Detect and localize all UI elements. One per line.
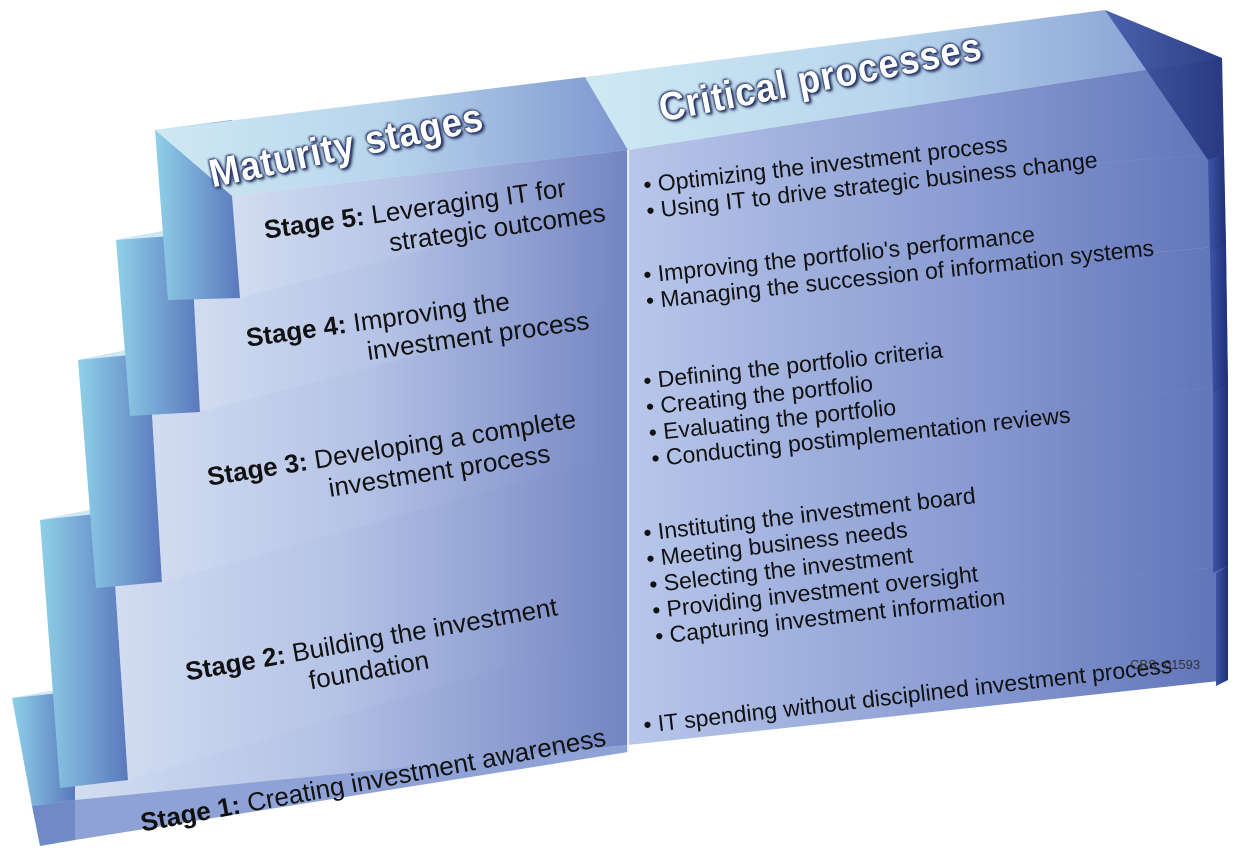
step-5-header-right — [585, 10, 1222, 150]
step-3-end — [1210, 246, 1228, 393]
step-5-header-left — [155, 77, 628, 196]
step-5-end — [1105, 10, 1224, 160]
step-5-front-left — [232, 150, 628, 298]
step-2-end — [1213, 386, 1228, 573]
figure-code: CBS_01593 — [1130, 657, 1201, 672]
step-1-base — [32, 800, 75, 846]
step-4-end — [1208, 154, 1226, 252]
step-1-front-left — [75, 630, 628, 800]
step-1-end — [1216, 566, 1228, 686]
step-1-base-front — [75, 745, 628, 840]
